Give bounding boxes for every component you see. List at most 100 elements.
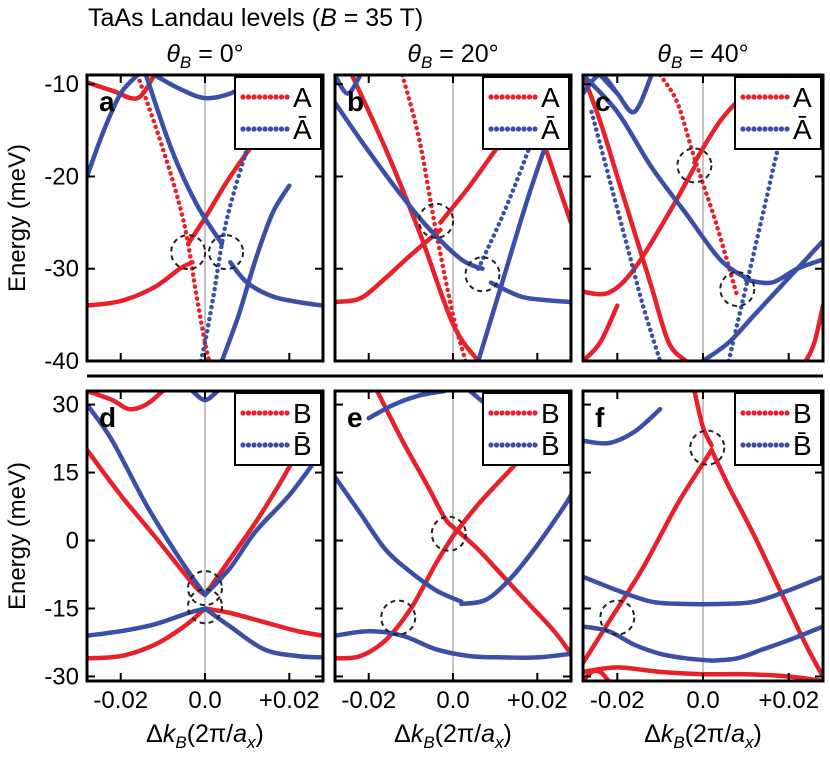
series-red-dotted-4 [135, 75, 212, 361]
legend-label-0: A [541, 82, 560, 113]
legend-marker-dot [493, 410, 500, 416]
panel-letter: d [99, 402, 116, 433]
legend-marker-dot [740, 442, 746, 448]
series-blue-solid-5 [583, 574, 823, 607]
legend-marker-dot [504, 126, 511, 132]
legend-marker-dot [510, 410, 516, 416]
legend-marker-dot [504, 94, 511, 100]
legend-marker-dot [532, 442, 538, 448]
curves [583, 75, 823, 361]
legend: BB̄ [482, 392, 570, 466]
legend-marker-dot [778, 94, 785, 100]
legend-marker-dot [762, 410, 768, 416]
legend-marker-dot [784, 94, 790, 100]
curves [335, 75, 571, 361]
curves [335, 391, 571, 661]
anticrossing-circle-1 [464, 256, 501, 293]
series-blue-solid-9 [190, 391, 220, 403]
legend-marker-dot [784, 126, 790, 132]
series-red-solid-5 [803, 303, 823, 361]
legend-marker-dot [284, 410, 290, 416]
series-red-dotted-6 [657, 75, 740, 299]
legend-marker-dot [499, 410, 505, 416]
legend-marker-dot [756, 94, 763, 100]
x-tick-label: -0.02 [341, 687, 396, 714]
series-red-solid-0 [583, 447, 714, 666]
legend-marker-dot [267, 442, 274, 448]
legend-marker-dot [245, 94, 252, 100]
series-blue-solid-6 [488, 280, 571, 305]
legend-marker-dot [262, 442, 268, 448]
series-blue-solid-8 [219, 183, 292, 361]
legend-marker-dot [745, 126, 752, 132]
series-red-solid-3 [450, 524, 571, 657]
legend-marker-dot [521, 126, 527, 132]
legend-marker-dot [251, 126, 257, 132]
legend-marker-dot [532, 410, 538, 416]
legend-marker-dot [488, 442, 494, 448]
legend-box [482, 76, 570, 150]
column-title-20deg: θB = 20° [407, 40, 498, 72]
legend: AĀ [734, 76, 822, 150]
y-tick-label: -20 [44, 163, 79, 190]
legend-marker-dot [773, 410, 779, 416]
series-blue-solid-7 [583, 75, 749, 281]
series-blue-solid-6 [202, 447, 323, 598]
series-blue-dotted-10 [198, 75, 275, 361]
legend-marker-dot [526, 94, 533, 100]
series-blue-solid-6 [143, 75, 225, 247]
anticrossing-circle-0 [418, 202, 455, 239]
legend-marker-dot [240, 442, 246, 448]
legend-marker-dot [773, 442, 779, 448]
anticrossing-circle-0 [676, 147, 713, 184]
series-red-solid-3 [632, 229, 689, 361]
legend-marker-dot [751, 94, 757, 100]
legend-label-1: B̄ [541, 430, 560, 461]
legend-marker-dot [267, 126, 274, 132]
legend-label-1: Ā [541, 114, 560, 145]
legend-marker-dot [515, 410, 522, 416]
legend-box [234, 76, 322, 150]
anticrossing-circle-1 [719, 271, 756, 308]
anticrossing-circle-1 [599, 599, 636, 636]
legend-marker-dot [762, 442, 768, 448]
figure-title: TaAs Landau levels (B = 35 T) [88, 4, 423, 32]
legend-marker-dot [284, 442, 290, 448]
legend-marker-dot [278, 442, 285, 448]
anticrossing-circle-1 [380, 599, 417, 636]
anticrossing-circle-0 [187, 570, 223, 607]
y-tick-label: -40 [44, 348, 79, 375]
series-blue-solid-4 [335, 474, 464, 604]
legend-marker-dot [493, 442, 500, 448]
legend-marker-dot [262, 94, 268, 100]
legend-marker-dot [745, 410, 752, 416]
legend-marker-dot [767, 410, 774, 416]
legend-marker-dot [488, 126, 494, 132]
legend-marker-dot [488, 410, 494, 416]
legend-marker-dot [510, 94, 516, 100]
series-blue-solid-7 [87, 606, 208, 638]
legend-label-1: B̄ [293, 430, 312, 461]
series-red-solid-0 [335, 227, 443, 305]
legend-label-0: B [541, 398, 560, 429]
legend-marker-dot [251, 442, 257, 448]
series-blue-solid-6 [335, 628, 571, 660]
y-tick-label: -15 [44, 596, 79, 623]
series-red-solid-4 [87, 391, 166, 412]
legend-marker-dot [256, 126, 263, 132]
legend-marker-dot [526, 126, 533, 132]
series-blue-solid-13 [597, 75, 654, 115]
legend-marker-dot [488, 94, 494, 100]
legend-marker-dot [504, 410, 511, 416]
anticrossing-circle-0 [430, 515, 467, 552]
y-axis-label-top: Energy (meV) [4, 144, 31, 292]
legend-marker-dot [521, 410, 527, 416]
legend-marker-dot [767, 442, 774, 448]
legend-marker-dot [778, 410, 785, 416]
series-blue-solid-8 [743, 257, 823, 286]
anticrossing-circle-1 [187, 588, 223, 625]
curves [87, 75, 323, 361]
